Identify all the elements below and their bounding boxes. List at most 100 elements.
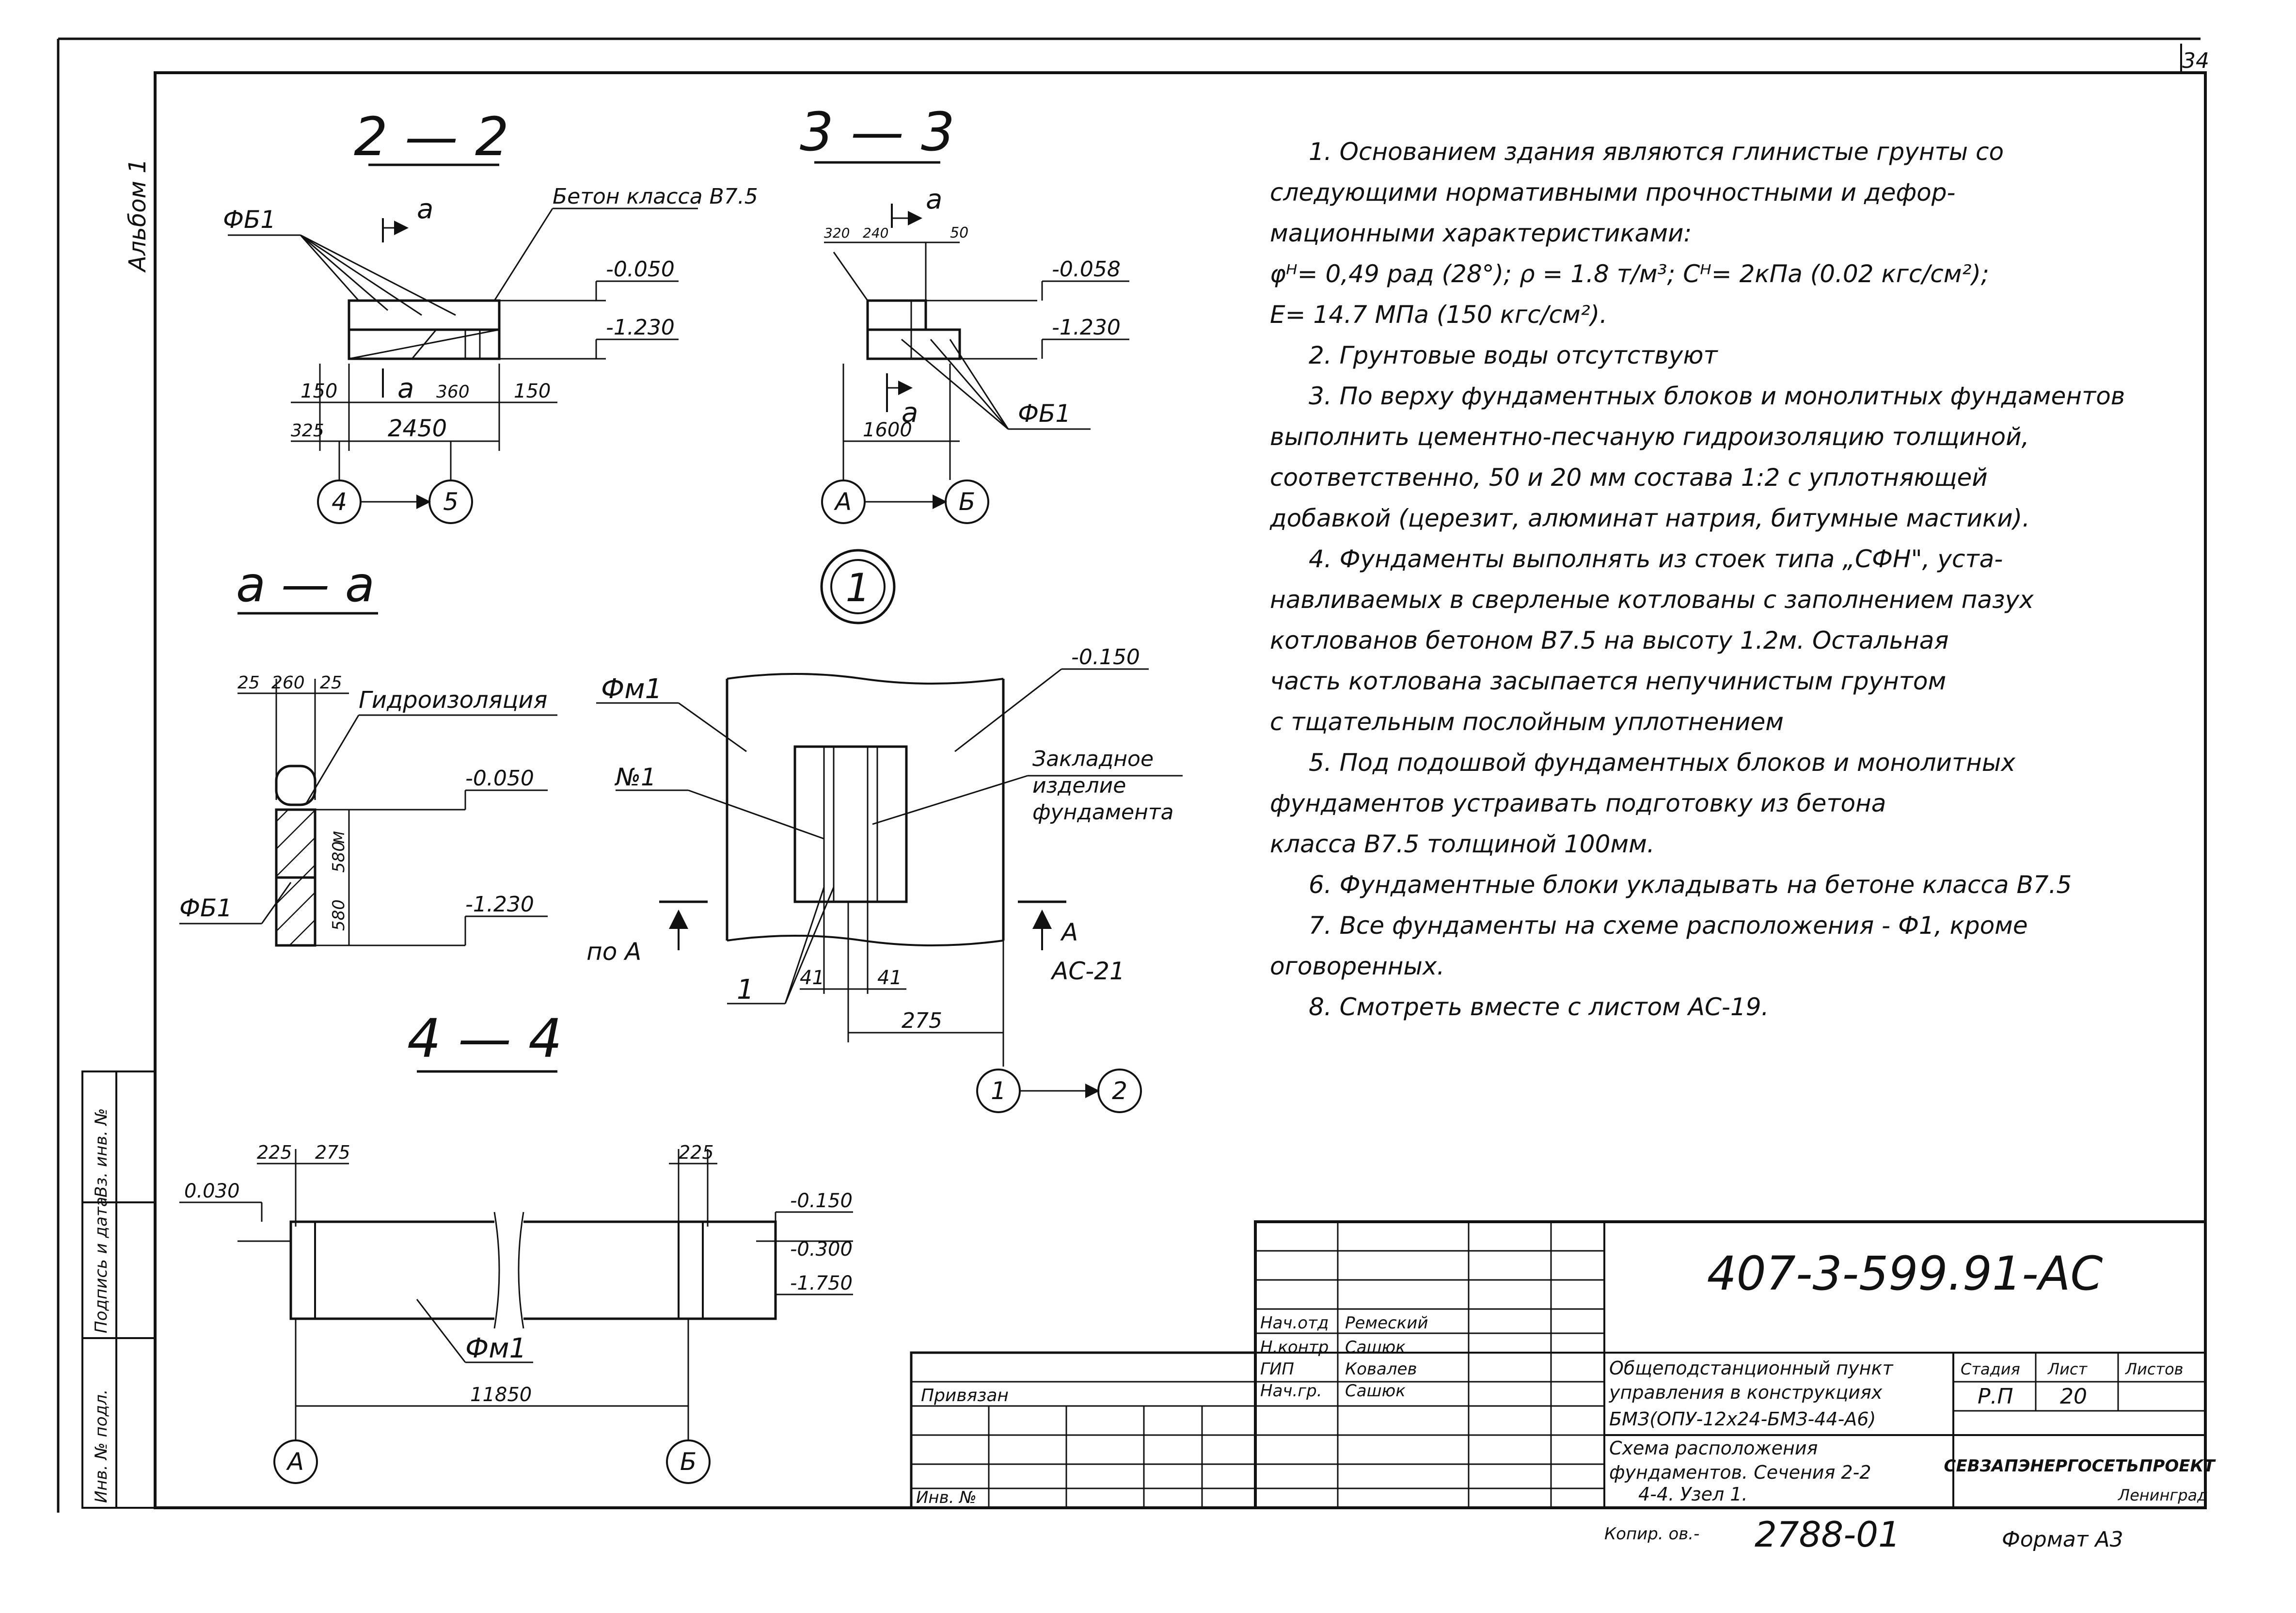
dim-label: 50 — [950, 224, 968, 241]
level-mark: 0.030 — [184, 1180, 240, 1202]
project-line-2: управления в конструкциях — [1609, 1382, 1883, 1403]
cut-a-label: а — [902, 397, 918, 429]
fm1-label: Фм1 — [601, 673, 662, 705]
project-line-3: БМЗ(ОПУ-12х24-БМЗ-44-А6) — [1609, 1408, 1876, 1430]
note-line: с тщательным послойным уплотнением — [1270, 708, 1784, 736]
note-line: E= 14.7 МПа (150 кгс/см²). — [1270, 301, 1607, 329]
level-mark: -0.150 — [790, 1190, 853, 1212]
note-line: добавкой (церезит, алюминат натрия, биту… — [1269, 504, 2030, 532]
axis-marker: Б — [959, 488, 975, 516]
signatory-name: Ремеский — [1345, 1313, 1428, 1333]
level-mark: -0.058 — [1052, 257, 1121, 282]
note-line: 4. Фундаменты выполнять из стоек типа „С… — [1309, 545, 2003, 573]
list-header: Лист — [2047, 1360, 2088, 1378]
axis-marker: 5 — [443, 488, 459, 516]
ac21-label: АС-21 — [1050, 957, 1125, 985]
level-mark: -0.300 — [790, 1238, 853, 1261]
note-line: котлованов бетоном В7.5 на высоту 1.2м. … — [1270, 626, 1948, 655]
stage-value: Р.П — [1978, 1384, 2013, 1409]
dim-label: 275 — [315, 1142, 350, 1163]
note-line: часть котлована засыпается непучинистым … — [1270, 667, 1946, 695]
note-line: 6. Фундаментные блоки укладывать на бето… — [1309, 871, 2072, 899]
list-value: 20 — [2060, 1384, 2087, 1409]
axis-marker: А — [286, 1448, 304, 1476]
privyazan-label: Привязан — [921, 1386, 1009, 1405]
dim-label: 320 — [824, 225, 850, 241]
dim-label: 225 — [679, 1142, 714, 1163]
level-mark: -1.750 — [790, 1272, 853, 1294]
title-block — [910, 1220, 2207, 1509]
note-line: навливаемых в сверленые котлованы с запо… — [1270, 586, 2034, 614]
section-2-2-title: 2 — 2 — [354, 106, 509, 168]
level-mark: -1.230 — [465, 892, 534, 917]
node-marker: 1 — [820, 549, 896, 624]
city-name: Ленинград — [2118, 1486, 2208, 1504]
lists-header: Листов — [2125, 1360, 2184, 1378]
beton-label: Бетон класса В7.5 — [553, 184, 758, 209]
copied-label: Копир. ов.- — [1604, 1524, 1699, 1544]
level-mark: -1.230 — [1052, 315, 1121, 340]
dim-label: 580 — [329, 899, 348, 931]
signatory-name: Ковалев — [1345, 1359, 1417, 1379]
note-line: 1. Основанием здания являются глинистые … — [1309, 138, 2004, 166]
axis-marker: 2 — [1112, 1077, 1127, 1105]
embedded-label: Закладное — [1032, 747, 1154, 771]
axis-marker: 1 — [991, 1077, 1006, 1105]
dim-label: 225 — [257, 1142, 292, 1163]
stamp-sign-date: Подпись и дата — [92, 1197, 111, 1333]
po-a-label: по А — [586, 938, 641, 966]
note-line: 7. Все фундаменты на схеме расположения … — [1309, 911, 2028, 940]
signatory-role: ГИП — [1260, 1359, 1294, 1379]
dim-label: 240 — [863, 225, 888, 241]
dim-label: 275 — [902, 1008, 942, 1033]
signatory-name: Сашюк — [1345, 1381, 1406, 1401]
note-line: оговоренных. — [1270, 952, 1444, 980]
sheet-line-1: Схема расположения — [1609, 1437, 1818, 1459]
signatory-role: Н.контр — [1260, 1338, 1329, 1357]
order-number: 2788-01 — [1755, 1514, 1900, 1555]
dim-label: 41 — [800, 967, 824, 989]
node-1-plan: Фм1 №1 -0.150 Закладное изделие фундамен… — [586, 645, 1183, 1113]
note-line: 5. Под подошвой фундаментных блоков и мо… — [1309, 749, 2015, 777]
dim-label: 325 — [291, 421, 324, 441]
note-line: φᴴ= 0,49 рад (28°); ρ = 1.8 т/м³; Cᴴ= 2к… — [1270, 260, 1989, 288]
dim-label: 11850 — [470, 1384, 532, 1406]
section-a-a: а — а 25 260 25 Гидроизоляция М 580 580 … — [179, 556, 557, 947]
sheet-line-3: 4-4. Узел 1. — [1638, 1484, 1748, 1505]
project-line-1: Общеподстанционный пункт — [1609, 1357, 1894, 1379]
signatory-role: Нач.отд — [1260, 1313, 1329, 1333]
dim-label: 1600 — [863, 419, 912, 441]
embedded-label: фундамента — [1032, 800, 1173, 825]
album-label: Альбом 1 — [124, 159, 151, 273]
embedded-label: изделие — [1032, 773, 1126, 798]
note-line: 2. Грунтовые воды отсутствуют — [1309, 341, 1718, 369]
sheet-line-2: фундаментов. Сечения 2-2 — [1609, 1462, 1871, 1483]
dim-label: 2450 — [388, 415, 447, 442]
dim-label: 25 — [238, 673, 260, 693]
section-3-3-title: 3 — 3 — [800, 101, 955, 163]
fb1-label: ФБ1 — [1018, 399, 1071, 428]
dim-label: 41 — [877, 967, 902, 989]
node-number: 1 — [846, 565, 871, 610]
dim-label: М — [331, 831, 348, 844]
fb1-label: ФБ1 — [223, 206, 276, 234]
section-2-2: 2 — 2 ФБ1 Бетон класса В7.5 а -0.050 -1.… — [223, 106, 758, 524]
axis-marker: 4 — [332, 488, 347, 516]
doc-code: 407-3-599.91-АС — [1707, 1246, 2103, 1301]
level-mark: -0.050 — [606, 257, 675, 282]
cut-a-label: а — [397, 373, 414, 404]
n1-label: №1 — [614, 763, 656, 791]
note-line: выполнить цементно-песчаную гидроизоляци… — [1270, 423, 2029, 451]
note-line: следующими нормативными прочностными и д… — [1270, 178, 1955, 207]
page-number: 34 — [2182, 48, 2209, 73]
note-line: 8. Смотреть вместе с листом АС-19. — [1309, 993, 1769, 1021]
format-label: Формат А3 — [2002, 1527, 2123, 1552]
hydro-label: Гидроизоляция — [359, 687, 547, 714]
section-a-a-title: а — а — [236, 556, 375, 613]
axis-marker: А — [834, 488, 852, 516]
stamp-inv-orig: Инв. № подл. — [92, 1389, 111, 1503]
general-notes: 1. Основанием здания являются глинистые … — [1269, 138, 2125, 1021]
cut-a-label: а — [417, 193, 433, 225]
